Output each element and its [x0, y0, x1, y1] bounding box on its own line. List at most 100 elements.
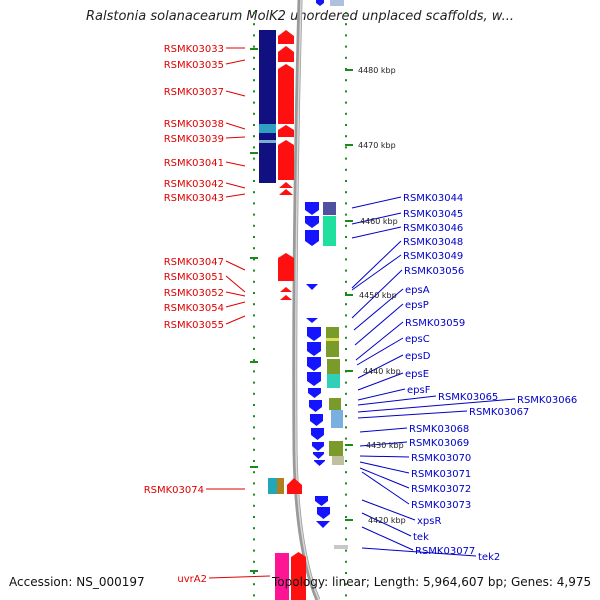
cog-box-RSMK03074-b [277, 478, 284, 494]
gene-label: epsF [407, 385, 431, 396]
tick-dot-right [345, 23, 347, 26]
leader-line [351, 254, 402, 291]
gene-label: RSMK03044 [403, 193, 463, 204]
tick-dot-right [345, 247, 347, 250]
tick-dot-right [345, 493, 347, 496]
tick-dot-left [253, 135, 255, 138]
gene-forward-RSMK03037 [278, 64, 294, 124]
tick-dot-right [345, 482, 347, 485]
gene-reverse-epsA [307, 327, 321, 341]
gene-reverse-top [316, 0, 324, 6]
tick-dot-left [253, 493, 255, 496]
tick-dot-right [345, 90, 347, 93]
tick-major-left [250, 48, 258, 50]
cog-box-RSMK03065 [329, 398, 341, 410]
tick-major-left [250, 361, 258, 363]
tick-dot-left [253, 213, 255, 216]
tick-dot-left [253, 90, 255, 93]
tick-dot-right [345, 325, 347, 328]
gene-label: RSMK03071 [411, 469, 471, 480]
leader-line [359, 467, 410, 489]
leader-line [225, 90, 246, 97]
tick-dot-left [253, 12, 255, 14]
tick-dot-left [253, 482, 255, 485]
tick-major-right [345, 370, 353, 372]
tick-major-right [345, 69, 353, 71]
tick-dot-left [253, 594, 255, 597]
chromosome-backbone [292, 0, 321, 600]
tick-dot-left [253, 549, 255, 552]
tick-dot-left [253, 583, 255, 586]
tick-dot-left [253, 79, 255, 82]
gene-label: RSMK03067 [469, 407, 529, 418]
leader-line [225, 275, 246, 293]
gene-forward-RSMK03047 [278, 253, 294, 281]
tick-major-left [250, 152, 258, 154]
tick-major-left [250, 466, 258, 468]
tick-dot-right [345, 135, 347, 138]
tick-dot-right [345, 124, 347, 126]
tick-dot-left [253, 112, 255, 115]
gene-label: RSMK03068 [409, 424, 469, 435]
kbp-label: 4460 kbp [360, 217, 398, 226]
tick-dot-right [345, 336, 347, 339]
gene-reverse-xpsR [317, 507, 330, 519]
cog-box-epsE [327, 374, 340, 388]
gene-label: tek [413, 532, 429, 543]
tick-dot-right [345, 404, 347, 406]
tick-dot-right [345, 34, 347, 37]
gene-reverse-tek [316, 521, 330, 528]
tick-dot-left [253, 269, 255, 272]
gene-label: RSMK03065 [438, 392, 498, 403]
gene-forward-RSMK03033 [278, 30, 294, 44]
gene-forward-RSMK03038 [278, 125, 294, 137]
cog-block-navy [259, 30, 276, 183]
leader-line [359, 455, 410, 458]
gene-label: RSMK03046 [403, 223, 463, 234]
gene-reverse-RSMK03065 [310, 414, 323, 426]
tick-major-left [250, 570, 258, 572]
leader-line [351, 240, 402, 289]
tick-dot-right [345, 448, 347, 451]
gene-reverse-RSMK03068 [311, 428, 324, 440]
leader-line [357, 410, 468, 419]
gene-forward-RSMK03051 [280, 287, 292, 292]
tick-dot-left [253, 180, 255, 182]
leader-line [225, 315, 246, 325]
tick-dot-left [253, 572, 255, 574]
leader-line [359, 461, 410, 474]
tick-dot-left [253, 168, 255, 171]
tick-dot-right [345, 280, 347, 283]
tick-dot-right [345, 314, 347, 317]
tick-dot-left [253, 460, 255, 462]
tick-dot-left [253, 157, 255, 160]
tick-dot-left [253, 504, 255, 507]
accession-text: Accession: NS_000197 [9, 575, 145, 589]
gene-label: RSMK03056 [404, 266, 464, 277]
gene-reverse-RSMK03045 [305, 216, 319, 228]
tick-dot-right [345, 583, 347, 586]
leader-line [361, 499, 416, 521]
gene-label: RSMK03073 [411, 500, 471, 511]
tick-dot-left [253, 191, 255, 194]
leader-line [225, 301, 246, 308]
tick-dot-left [253, 404, 255, 406]
leader-line [357, 354, 404, 379]
tick-dot-right [345, 101, 347, 104]
gene-label: RSMK03037 [164, 87, 224, 98]
cog-stripe-cyan [259, 124, 276, 133]
tick-dot-right [345, 560, 347, 563]
cog-stripe-epsA [326, 338, 339, 341]
kbp-label: 4450 kbp [359, 291, 397, 300]
gene-label: RSMK03069 [409, 438, 469, 449]
tick-dot-left [253, 56, 255, 59]
tick-dot-left [253, 527, 255, 530]
tick-dot-left [253, 325, 255, 328]
gene-forward-RSMK03043 [279, 189, 293, 195]
kbp-label: 4440 kbp [363, 367, 401, 376]
gene-label: epsE [405, 369, 429, 380]
gene-label: epsC [405, 334, 430, 345]
tick-dot-left [253, 303, 255, 306]
gene-forward-RSMK03042 [279, 182, 293, 188]
